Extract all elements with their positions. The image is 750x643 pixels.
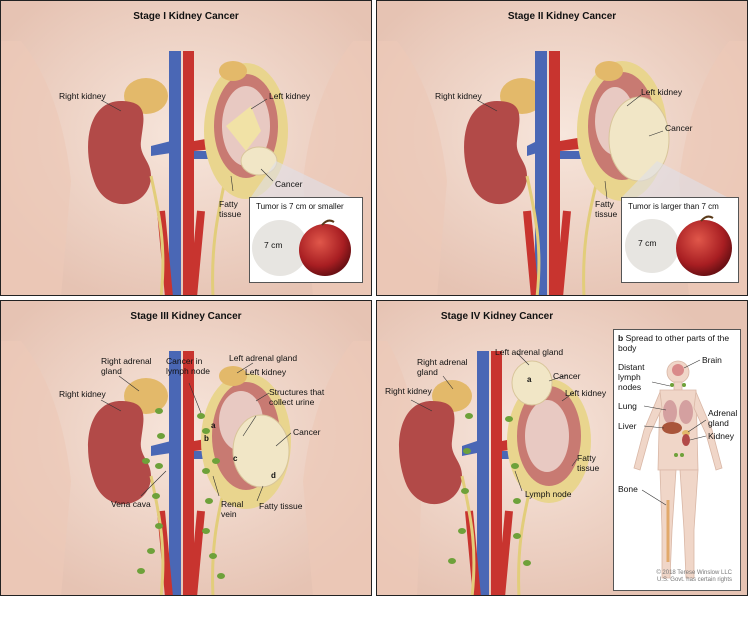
label-left-kidney: Left kidney	[245, 367, 287, 377]
spread-label-liver: Liver	[618, 421, 637, 431]
label-cancer-in-lymph-node: Cancer in lymph node	[166, 356, 210, 376]
stage-1-illustration	[1, 1, 371, 295]
stage-2-illustration	[377, 1, 747, 295]
right-kidney-shape	[88, 101, 151, 205]
label-right-adrenal-gland: Right adrenal gland	[101, 356, 152, 376]
lymph-nodes	[448, 413, 531, 566]
tumor-size-inset: Tumor is 7 cm or smaller 7 cm	[249, 197, 363, 283]
label-cancer: Cancer	[275, 179, 303, 189]
label-left-adrenal-gland: Left adrenal gland	[495, 347, 564, 357]
panel-stage-2: Stage II Kidney Cancer Right kidney Left…	[376, 0, 748, 296]
panel-stage-4: Stage IV Kidney Cancer Right adrenal gla…	[376, 300, 748, 596]
copyright: © 2018 Terese Winslow LLC U.S. Govt. has…	[656, 570, 732, 583]
stage-1-title: Stage I Kidney Cancer	[133, 11, 239, 22]
label-fatty-tissue: Fatty tissue	[595, 199, 618, 219]
inset-size-label: 7 cm	[264, 240, 283, 250]
spread-letter: b	[618, 333, 624, 343]
panel-stage-3: Stage III Kidney Cancer Right adrenal gl…	[0, 300, 372, 596]
label-right-kidney: Right kidney	[59, 91, 106, 101]
label-fatty-tissue: Fatty tissue	[577, 453, 600, 473]
label-right-adrenal-gland: Right adrenal gland	[417, 357, 468, 377]
label-cancer: Cancer	[665, 123, 693, 133]
label-right-kidney: Right kidney	[59, 389, 106, 399]
label-cancer: Cancer	[293, 427, 321, 437]
stage-2-title: Stage II Kidney Cancer	[507, 11, 617, 22]
inset-caption: Tumor is larger than 7 cm	[628, 202, 719, 211]
spread-label-brain: Brain	[702, 355, 722, 365]
spread-label-distant-lymph-nodes: Distant lymph nodes	[618, 362, 645, 392]
label-lymph-node: Lymph node	[525, 489, 572, 499]
label-left-adrenal-gland: Left adrenal gland	[229, 353, 298, 363]
inset-size-label: 7 cm	[638, 238, 657, 248]
spread-label-bone: Bone	[618, 484, 638, 494]
label-cancer: Cancer	[553, 371, 581, 381]
label-fatty-tissue: Fatty tissue	[259, 501, 303, 511]
spread-title-text: Spread to other parts of the body	[618, 333, 730, 353]
letter-a: a	[527, 375, 532, 384]
size-comparison-graphic	[625, 215, 732, 276]
letter-d: d	[271, 471, 276, 480]
body-figure	[633, 359, 723, 579]
lymph-nodes	[137, 408, 225, 579]
stage-4-title: Stage IV Kidney Cancer	[440, 311, 554, 322]
stage-3-illustration	[1, 301, 371, 595]
inset-caption: Tumor is 7 cm or smaller	[256, 202, 344, 211]
spread-inset: b Spread to other parts of the body	[613, 329, 741, 591]
label-vena-cava: Vena cava	[111, 499, 151, 509]
spread-label-lung: Lung	[618, 401, 637, 411]
tumor-size-inset: Tumor is larger than 7 cm 7 cm	[621, 197, 739, 283]
label-structures-collect-urine: Structures that collect urine	[269, 387, 325, 407]
label-left-kidney: Left kidney	[565, 388, 607, 398]
label-left-kidney: Left kidney	[641, 87, 683, 97]
label-left-kidney: Left kidney	[269, 91, 311, 101]
spread-label-kidney: Kidney	[708, 431, 734, 441]
size-comparison-graphic	[252, 219, 351, 276]
letter-a: a	[211, 421, 216, 430]
spread-label-adrenal-gland: Adrenal gland	[708, 408, 738, 428]
spread-title: b Spread to other parts of the body	[618, 333, 736, 353]
label-renal-vein: Renal vein	[221, 499, 244, 519]
label-right-kidney: Right kidney	[385, 386, 432, 396]
letter-c: c	[233, 454, 238, 463]
stage-3-title: Stage III Kidney Cancer	[130, 311, 242, 322]
letter-b: b	[204, 434, 209, 443]
panel-stage-1: Stage I Kidney Cancer Right kidney Left …	[0, 0, 372, 296]
label-right-kidney: Right kidney	[435, 91, 482, 101]
label-fatty-tissue: Fatty tissue	[219, 199, 242, 219]
